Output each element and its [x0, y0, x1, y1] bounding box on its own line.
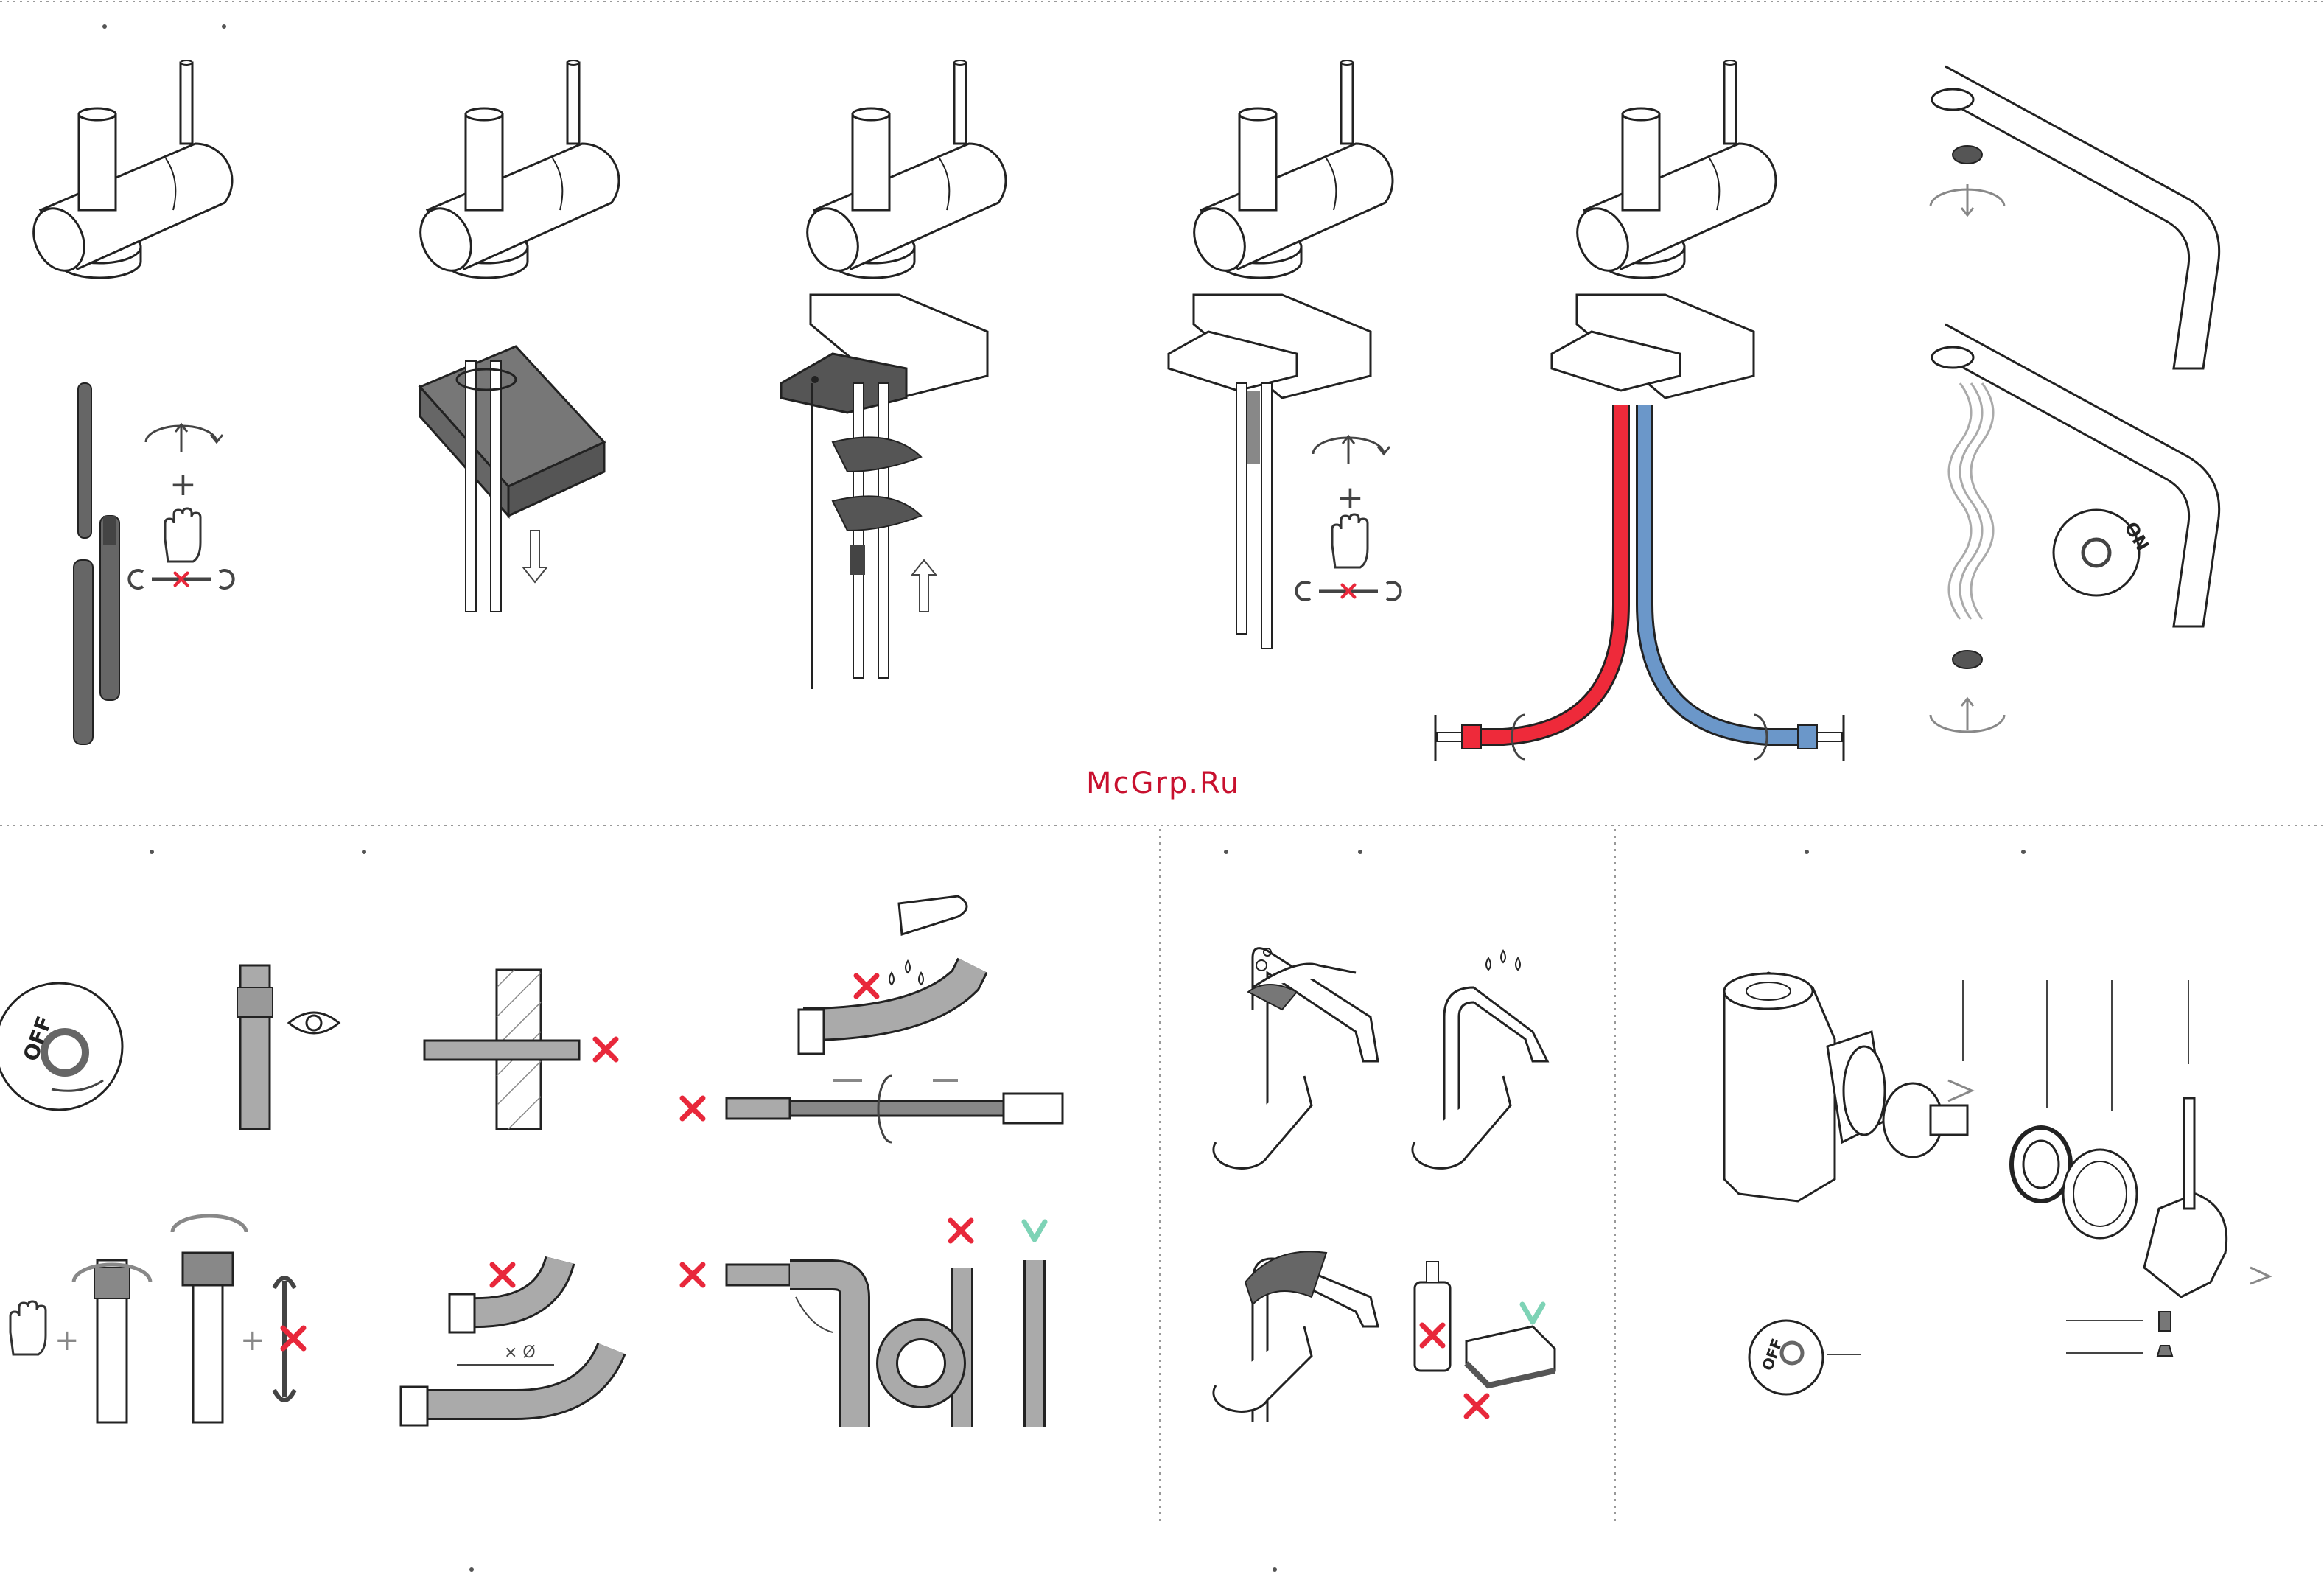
step1-faucet-hoses: +	[24, 60, 234, 744]
step6-aerator-flush: ON	[1931, 66, 2219, 732]
off-dial-right	[1749, 1321, 1823, 1394]
on-dial	[2054, 510, 2139, 595]
cold-hose	[1645, 405, 1798, 737]
step5-water-connection	[1435, 60, 1844, 761]
svg-text:+: +	[240, 1324, 265, 1357]
svg-text:+: +	[55, 1324, 80, 1357]
step-markers	[102, 24, 2026, 1572]
nut-ring	[2012, 1128, 2071, 1201]
hot-hose	[1474, 405, 1621, 737]
aerator-icon	[1953, 146, 1982, 164]
step3-fixing-plate	[781, 60, 1006, 689]
svg-text:+: +	[1337, 479, 1364, 517]
svg-text:+: +	[169, 466, 197, 503]
panel-exploded-view: OFF	[1724, 973, 2269, 1394]
watermark: McGrp.Ru	[1086, 766, 1240, 800]
diameter-label: × Ø	[504, 1343, 536, 1362]
step4-tighten: +	[1169, 60, 1401, 649]
panel-cleaning	[1214, 948, 1555, 1422]
step2-counter-insert	[411, 60, 619, 612]
panel-hose-handling: OFF +	[0, 896, 1063, 1427]
